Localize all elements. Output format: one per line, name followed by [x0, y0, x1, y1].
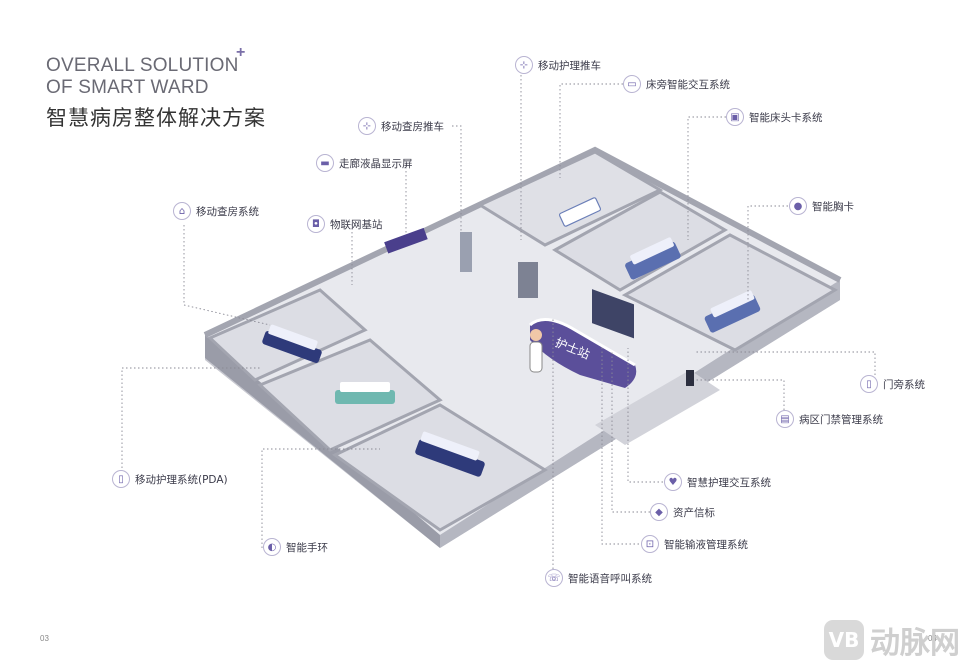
label-asset-beacon: ◆ 资产信标 — [650, 503, 715, 521]
label-smart-voice-call: ☏ 智能语音呼叫系统 — [545, 569, 652, 587]
rounds-cart — [460, 232, 472, 272]
bed-right-room-1 — [625, 237, 681, 280]
bed-left-room-1 — [262, 324, 322, 363]
cart-icon: ⊹ — [358, 117, 376, 135]
label-door-side-system: ▯ 门旁系统 — [860, 375, 925, 393]
page-number-left: 03 — [40, 634, 49, 643]
lock-icon: ▤ — [776, 410, 794, 428]
label-mobile-nursing-pda: ▯ 移动护理系统(PDA) — [112, 470, 228, 488]
bed-left-room-3 — [415, 431, 485, 477]
label-text: 物联网基站 — [330, 218, 383, 231]
label-text: 移动护理推车 — [538, 59, 601, 72]
label-smart-wristband: ◐ 智能手环 — [263, 538, 328, 556]
label-text: 移动查房系统 — [196, 205, 259, 218]
infusion-icon: ⊡ — [641, 535, 659, 553]
label-smart-badge: ● 智能胸卡 — [789, 197, 854, 215]
screen-icon: ▭ — [623, 75, 641, 93]
label-text: 智能胸卡 — [812, 200, 854, 213]
nurse-figure — [529, 341, 543, 373]
outer-wall-top — [203, 146, 842, 338]
beacon-icon: ◆ — [650, 503, 668, 521]
page-number-right: 04 — [928, 634, 937, 643]
room-right-1 — [552, 190, 728, 292]
person-icon: ● — [789, 197, 807, 215]
corridor-display-screen — [384, 227, 428, 254]
title-english-line2: OF SMART WARD — [46, 77, 209, 98]
heart-icon: ♥ — [664, 473, 682, 491]
label-text: 智能床头卡系统 — [749, 111, 823, 124]
room-upper-1 — [476, 150, 664, 247]
label-text: 智慧护理交互系统 — [687, 476, 771, 489]
watermark-logo: VB — [824, 620, 864, 660]
nurse-station-desk — [530, 319, 637, 388]
label-text: 门旁系统 — [883, 378, 925, 391]
label-mobile-nursing-cart: ⊹ 移动护理推车 — [515, 56, 601, 74]
card-icon: ▣ — [726, 108, 744, 126]
door-icon: ▯ — [860, 375, 878, 393]
label-text: 走廊液晶显示屏 — [339, 157, 413, 170]
label-text: 智能手环 — [286, 541, 328, 554]
label-smart-infusion: ⊡ 智能输液管理系统 — [641, 535, 748, 553]
label-iot-base-station: ◘ 物联网基站 — [307, 215, 383, 233]
station-icon: ◘ — [307, 215, 325, 233]
label-corridor-lcd: ▬ 走廊液晶显示屏 — [316, 154, 413, 172]
nurse-station-screen — [592, 289, 634, 339]
cart-icon: ⊹ — [515, 56, 533, 74]
label-mobile-rounds-cart: ⊹ 移动查房推车 — [358, 117, 444, 135]
label-text: 移动查房推车 — [381, 120, 444, 133]
label-smart-bed-card: ▣ 智能床头卡系统 — [726, 108, 823, 126]
label-ward-access-control: ▤ 病区门禁管理系统 — [776, 410, 883, 428]
room-left-3 — [332, 403, 548, 532]
bed-right-room-2 — [704, 290, 761, 333]
call-icon: ☏ — [545, 569, 563, 587]
title-english-line1: OVERALL SOLUTION — [46, 55, 239, 76]
corridor-floor — [595, 370, 720, 445]
home-icon: ⌂ — [173, 202, 191, 220]
label-text: 资产信标 — [673, 506, 715, 519]
watermark: VB 动脉网 — [824, 618, 960, 662]
entrance-door-panel — [686, 370, 694, 386]
label-mobile-rounds-system: ⌂ 移动查房系统 — [173, 202, 259, 220]
label-text: 床旁智能交互系统 — [646, 78, 730, 91]
pda-icon: ▯ — [112, 470, 130, 488]
title-plus-mark: + — [236, 44, 246, 61]
label-smart-nursing-interaction: ♥ 智慧护理交互系统 — [664, 473, 771, 491]
room-right-2 — [621, 233, 839, 352]
label-bedside-interaction: ▭ 床旁智能交互系统 — [623, 75, 730, 93]
bed-left-room-2 — [335, 382, 395, 404]
title-chinese: 智慧病房整体解决方案 — [46, 106, 266, 130]
label-text: 智能输液管理系统 — [664, 538, 748, 551]
watermark-text: 动脉网 — [870, 626, 960, 661]
connector-lines — [121, 71, 876, 573]
display-icon: ▬ — [316, 154, 334, 172]
label-text: 移动护理系统(PDA) — [135, 473, 228, 486]
label-text: 病区门禁管理系统 — [799, 413, 883, 426]
wristband-icon: ◐ — [263, 538, 281, 556]
bed-upper-room — [558, 197, 602, 227]
nursing-cart — [518, 262, 538, 298]
label-text: 智能语音呼叫系统 — [568, 572, 652, 585]
title-english: OVERALL SOLUTION OF SMART WARD — [46, 55, 239, 99]
